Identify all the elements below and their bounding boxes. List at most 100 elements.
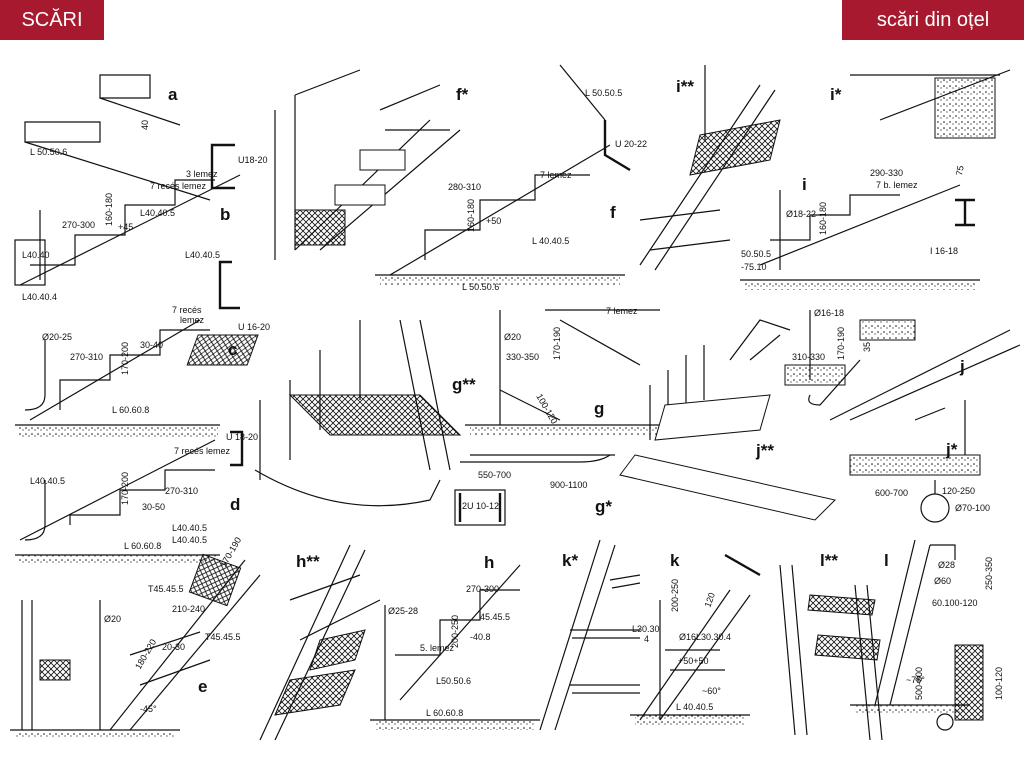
figure-d-label-5: 270-310 [165,486,198,496]
figure-j-label-1: Ø16-18 [814,308,844,318]
figure-k-label-4: 4 [644,634,649,644]
figure-l-label-3: 250-350 [984,557,994,590]
figure-k-label-6: L30.30.4 [696,632,731,642]
figure-i-label-7: I 16-18 [930,246,958,256]
figure-j-star-label-3: Ø70-100 [955,503,990,513]
figure-d: d U 18-20 7 recés lemez L40.40.5 170-200… [15,430,258,565]
figure-k-label-7: +50+50 [678,656,709,666]
figure-k: k 200-250 120 L30.30 4 Ø16 L30.30.4 +50+… [630,551,761,725]
figure-g-label-1: 7 lemez [606,306,638,316]
figure-g-double-star-letter: g** [452,375,476,394]
figure-k-letter: k [670,551,680,570]
figure-l-label-5: ~75° [906,675,925,685]
figure-l-label-4: 60.100-120 [932,598,978,608]
figure-i: i 290-330 7 b. lemez Ø18-22 160-180 50.5… [740,165,980,290]
figure-d-label-4: 170-200 [120,472,130,505]
figure-f-label-5: 160-180 [466,199,476,232]
figure-l-label-6: 500-600 [914,667,924,700]
figure-h-label-7: L50.50.6 [436,676,471,686]
figure-a-letter: a [168,85,178,104]
figure-i-label-1: 290-330 [870,168,903,178]
figure-d-label-1: U 18-20 [226,432,258,442]
figure-b-label-4: L40.40.5 [140,208,175,218]
figure-c-label-1: L40.40.5 [185,250,220,260]
figure-f-label-6: +50 [486,216,501,226]
figure-i-double-star-letter: i** [676,77,694,96]
figure-f-label-7: L 40.40.5 [532,236,569,246]
figure-c-label-8: 170-200 [120,342,130,375]
figure-e-label-7: 180-220 [133,637,158,671]
figure-b: b U18-20 3 lemez 7 recés lemez L40.40.5 … [14,143,268,302]
figure-c-label-3: 7 recés [172,305,202,315]
figure-b-label-2: 3 lemez [186,169,218,179]
figure-d-label-6: 30-50 [142,502,165,512]
figure-g-star-label-3: 2U 10-12 [462,501,499,511]
figure-b-label-9: L40.40.4 [22,292,57,302]
figure-h-double-star-letter: h** [296,552,320,571]
figure-k-label-3: L30.30 [632,624,660,634]
figure-f-letter: f [610,203,616,222]
figure-h-label-1: 270-300 [466,584,499,594]
figure-l-label-2: Ø60 [934,576,951,586]
figure-g-star-label-2: 900-1100 [550,480,587,490]
figure-l-letter: l [884,551,889,570]
figure-f-star: f* [274,69,469,260]
figure-g-label-4: 170-190 [552,327,562,360]
figure-i-double-star: i** [639,65,781,271]
figure-f-star-letter: f* [456,85,469,104]
figure-h-label-5: -40.8 [470,632,491,642]
figure-d-label-2: 7 recés lemez [174,446,231,456]
figure-b-label-7: +45 [118,222,133,232]
figure-i-label-3: Ø18-22 [786,209,816,219]
figure-l: l Ø28 Ø60 250-350 60.100-120 ~75° 500-60… [850,539,1004,731]
figure-l-label-7: 100-120 [994,667,1004,700]
figure-d-label-3: L40.40.5 [30,476,65,486]
figure-c-label-6: 270-310 [70,352,103,362]
figure-c: c L40.40.5 U 16-20 7 recés lemez Ø20-25 … [15,250,270,437]
figure-k-label-1: 200-250 [670,579,680,612]
figure-j-double-star-letter: j** [755,441,774,460]
figure-h-label-8: L 60.60.8 [426,708,463,718]
figure-h-label-6: 5. lemez [420,643,455,653]
figure-i-star: i* [830,69,1011,139]
figure-f-label-2: U 20-22 [615,139,647,149]
figure-f-label-1: L 50.50.5 [585,88,622,98]
figure-j-label-2: 310-330 [792,352,825,362]
figure-g-letter: g [594,399,604,418]
figure-g-star-letter: g* [595,497,612,516]
figure-j: j Ø16-18 310-330 170-190 35 [784,308,1021,421]
figure-h-label-2: Ø25-28 [388,606,418,616]
figure-f-label-4: 7 lemez [540,170,572,180]
figure-i-letter: i [802,175,807,194]
figure-h-label-3: 45.45.5 [480,612,510,622]
figure-i-star-label-1: 75 [954,165,966,177]
title-badge-right: scări din oțel [842,0,1024,40]
figure-j-star: j* 600-700 120-250 Ø70-100 [849,400,990,523]
figure-j-label-3: 170-190 [836,327,846,360]
figure-b-label-6: 160-180 [104,193,114,226]
figure-l-double-star-letter: l** [820,551,838,570]
figure-g-star-label-1: 550-700 [478,470,511,480]
figure-k-star: k* [539,539,641,731]
figure-h-double-star: h** [259,544,381,741]
figure-a-label-2: 40 [140,120,150,130]
figure-f-label-3: 280-310 [448,182,481,192]
figure-a: a L 50.50.6 40 [24,74,211,201]
figure-g-label-2: Ø20 [504,332,521,342]
figure-k-label-9: L 40.40.5 [676,702,713,712]
figure-d-label-8: L40.40.5 [172,535,207,545]
figure-k-label-8: ~60° [702,686,721,696]
figure-c-label-2: U 16-20 [238,322,270,332]
figure-l-label-1: Ø28 [938,560,955,570]
figure-e-label-5: Ø20 [104,614,121,624]
figure-c-label-7: 30-40 [140,340,163,350]
figure-e-label-6: 20-30 [162,642,185,652]
figure-l-double-star: l** [779,551,883,741]
figure-f-label-8: L 50.50.6 [462,282,499,292]
figure-c-label-4: lemez [180,315,205,325]
figure-i-label-2: 7 b. lemez [876,180,918,190]
figure-b-label-1: U18-20 [238,155,268,165]
figure-i-label-5: 50.50.5 [741,249,771,259]
figure-e-label-3: 210-240 [172,604,205,614]
